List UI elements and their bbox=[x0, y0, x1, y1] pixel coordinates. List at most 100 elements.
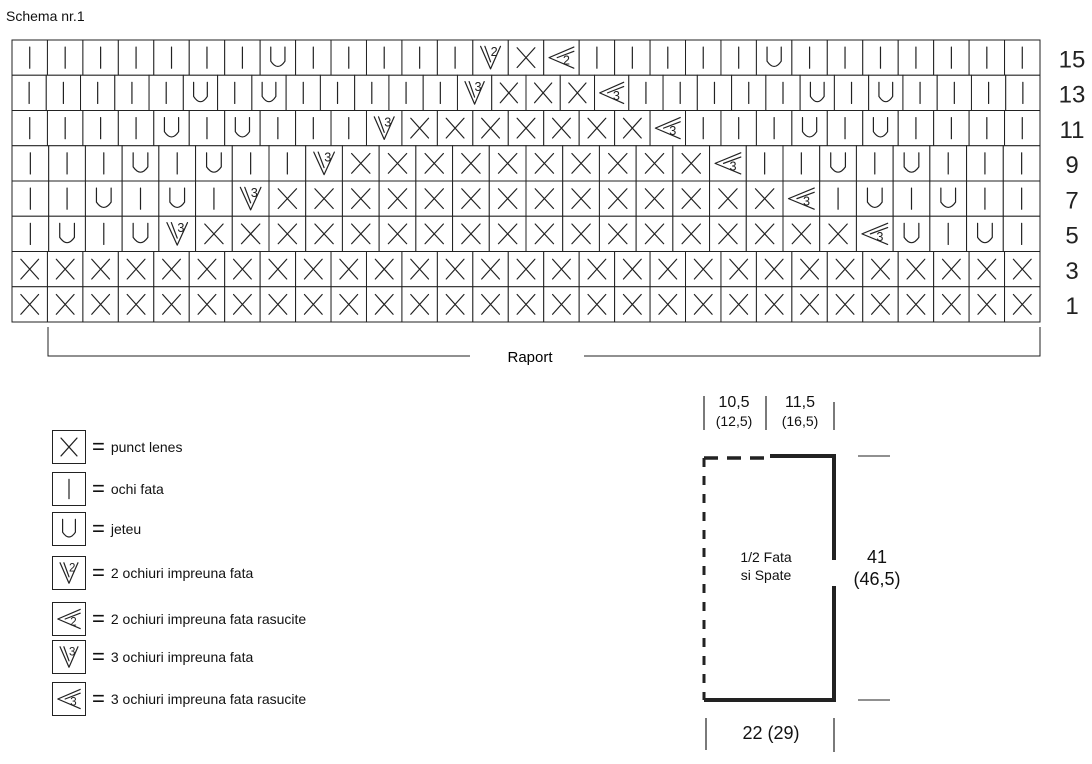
purl-symbol bbox=[516, 47, 536, 69]
legend-text: 2 ochiuri impreuna fata bbox=[110, 565, 254, 581]
bottom-dimension: 22 (29) bbox=[742, 723, 800, 743]
top-right-alt: (16,5) bbox=[781, 413, 819, 429]
legend-item: 3=3 ochiuri impreuna fata bbox=[52, 640, 253, 674]
purl-symbol bbox=[551, 293, 571, 315]
yarn-over-symbol bbox=[261, 81, 277, 103]
k3tog-tbl-symbol: 3 bbox=[787, 187, 815, 210]
svg-text:2: 2 bbox=[563, 54, 570, 68]
yarn-over-symbol bbox=[766, 46, 782, 68]
yarn-over-symbol bbox=[234, 116, 251, 138]
purl-symbol bbox=[587, 293, 607, 315]
k3tog-tbl-symbol: 3 bbox=[714, 152, 742, 175]
schematic-label: 1/2 Fata si Spate bbox=[706, 548, 826, 584]
chart-cell bbox=[929, 180, 968, 217]
svg-text:3: 3 bbox=[251, 186, 258, 200]
svg-text:3: 3 bbox=[474, 80, 481, 94]
legend-symbol bbox=[52, 472, 86, 506]
yarn-over-symbol bbox=[95, 187, 112, 209]
purl-symbol bbox=[871, 258, 890, 280]
purl-symbol bbox=[568, 82, 587, 104]
purl-symbol bbox=[534, 152, 555, 174]
top-left-dimension: 10,5 (12,5) bbox=[704, 394, 764, 430]
svg-text:3: 3 bbox=[613, 89, 620, 103]
legend-symbol bbox=[52, 512, 86, 546]
k3tog-tbl-symbol: 3 bbox=[654, 116, 681, 140]
purl-symbol bbox=[91, 258, 111, 280]
chart-cell bbox=[259, 110, 297, 147]
chart-cell bbox=[121, 215, 160, 252]
purl-symbol bbox=[60, 437, 78, 457]
top-left-value: 10,5 bbox=[718, 394, 750, 411]
chart-row: 33 bbox=[11, 74, 1041, 111]
k3tog-symbol: 3 bbox=[59, 646, 79, 668]
purl-symbol bbox=[162, 258, 181, 280]
row-number-label: 9 bbox=[1065, 152, 1078, 179]
purl-symbol bbox=[461, 152, 481, 174]
purl-symbol bbox=[828, 223, 848, 245]
k3tog-symbol: 3 bbox=[313, 151, 335, 176]
legend-equals: = bbox=[92, 560, 105, 585]
legend-equals: = bbox=[92, 516, 105, 541]
purl-symbol bbox=[481, 293, 501, 315]
purl-symbol bbox=[387, 152, 408, 174]
purl-symbol bbox=[764, 293, 784, 315]
purl-symbol bbox=[277, 188, 298, 210]
svg-text:3: 3 bbox=[324, 151, 331, 165]
purl-symbol bbox=[644, 223, 665, 245]
purl-symbol bbox=[800, 258, 820, 280]
legend-item: =punct lenes bbox=[52, 430, 182, 464]
purl-symbol bbox=[197, 293, 217, 315]
legend-text: 2 ochiuri impreuna fata rasucite bbox=[110, 611, 307, 627]
purl-symbol bbox=[20, 293, 40, 315]
row-number-label: 3 bbox=[1065, 258, 1078, 285]
purl-symbol bbox=[658, 293, 678, 315]
chart-row: 33 bbox=[11, 145, 1041, 182]
k3tog-symbol: 3 bbox=[464, 80, 485, 105]
legend-item: 2=2 ochiuri impreuna fata bbox=[52, 556, 253, 590]
purl-symbol bbox=[374, 293, 394, 315]
purl-symbol bbox=[534, 223, 555, 245]
chart-cell bbox=[48, 215, 86, 252]
svg-text:3: 3 bbox=[384, 115, 391, 129]
yarn-over-symbol bbox=[801, 116, 818, 138]
purl-symbol bbox=[608, 188, 628, 210]
legend-equals: = bbox=[92, 606, 105, 631]
yarn-over-symbol bbox=[830, 152, 847, 173]
purl-symbol bbox=[497, 188, 518, 210]
legend-equals: = bbox=[92, 686, 105, 711]
k3tog-symbol: 3 bbox=[166, 221, 189, 246]
purl-symbol bbox=[571, 188, 591, 210]
chart-cell bbox=[819, 145, 857, 182]
chart-cell bbox=[791, 110, 828, 147]
legend-text: 3 ochiuri impreuna fata bbox=[110, 649, 254, 665]
chart-cell bbox=[251, 74, 287, 111]
purl-symbol bbox=[693, 258, 713, 280]
yarn-over-symbol bbox=[866, 187, 883, 209]
chart-cell bbox=[182, 74, 219, 111]
purl-symbol bbox=[303, 293, 323, 315]
purl-symbol bbox=[551, 258, 571, 280]
purl-symbol bbox=[424, 188, 444, 210]
purl-symbol bbox=[681, 223, 701, 245]
purl-symbol bbox=[126, 258, 146, 280]
chart-cell bbox=[868, 74, 904, 111]
yarn-over-symbol bbox=[976, 222, 993, 244]
legend-symbol: 3 bbox=[52, 682, 86, 716]
purl-symbol bbox=[587, 258, 607, 280]
yarn-over-symbol bbox=[270, 46, 286, 68]
purl-symbol bbox=[232, 293, 252, 315]
purl-symbol bbox=[681, 188, 701, 210]
chart-row: 22 bbox=[11, 39, 1041, 76]
purl-symbol bbox=[314, 188, 334, 210]
purl-symbol bbox=[268, 293, 288, 315]
chart-cell bbox=[745, 145, 784, 182]
chart-title: Schema nr.1 bbox=[6, 8, 85, 24]
purl-symbol bbox=[481, 258, 501, 280]
chart-cell bbox=[755, 39, 793, 76]
chart-cell bbox=[892, 215, 931, 252]
chart-cell bbox=[259, 39, 297, 76]
yarn-over-symbol bbox=[62, 518, 76, 538]
purl-symbol bbox=[351, 188, 371, 210]
legend-text: ochi fata bbox=[110, 481, 164, 497]
chart-cell bbox=[799, 74, 835, 111]
